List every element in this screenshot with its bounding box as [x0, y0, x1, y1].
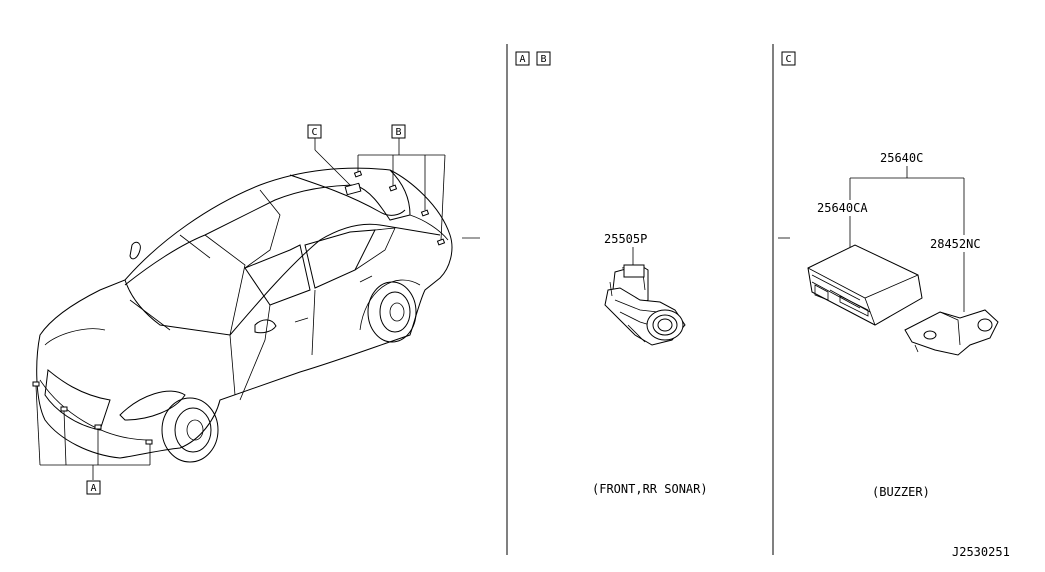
- part-number-25640c: 25640C: [880, 151, 923, 165]
- part-number-25640ca: 25640CA: [817, 201, 868, 215]
- svg-text:B: B: [540, 54, 546, 65]
- part-number-25505p: 25505P: [604, 232, 647, 246]
- diagram-id: J2530251: [952, 545, 1010, 559]
- bracket-illustration: [904, 309, 999, 356]
- svg-text:B: B: [395, 127, 401, 138]
- car-illustration: [32, 167, 453, 463]
- callout-c: C: [307, 124, 322, 139]
- buzzer-unit-illustration: [807, 244, 923, 326]
- svg-text:A: A: [90, 483, 96, 494]
- panel-ab-tag: A B: [515, 51, 551, 66]
- caption-front-rr-sonar: (FRONT,RR SONAR): [592, 482, 708, 496]
- svg-text:A: A: [519, 54, 525, 65]
- callout-b: B: [391, 124, 406, 139]
- callout-a: A: [86, 480, 101, 495]
- caption-buzzer: (BUZZER): [872, 485, 930, 499]
- part-number-28452nc: 28452NC: [930, 237, 981, 251]
- svg-text:C: C: [311, 127, 317, 138]
- sonar-sensor-illustration: [604, 264, 686, 346]
- svg-text:C: C: [785, 54, 791, 65]
- panel-c-tag: C: [781, 51, 796, 66]
